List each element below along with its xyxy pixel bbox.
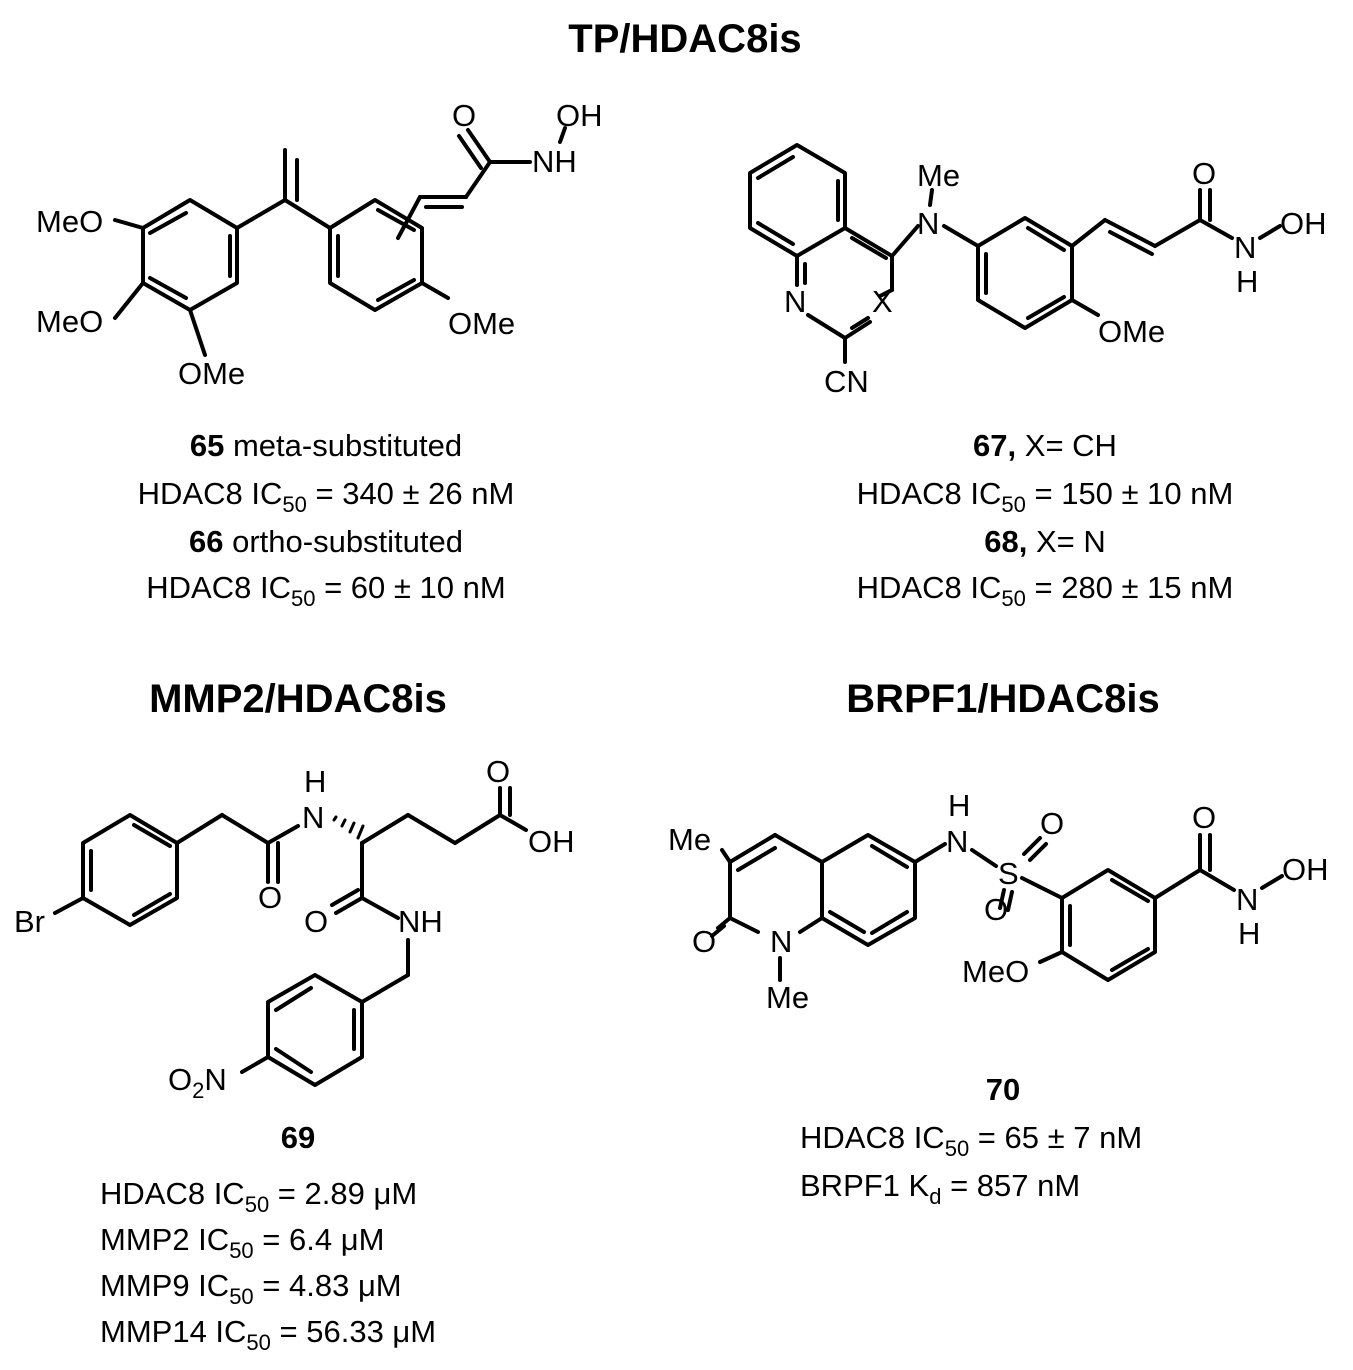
atom-me: Me: [917, 158, 960, 193]
atom-h-69: H: [304, 764, 326, 799]
title-brpf1-hdac8is: BRPF1/HDAC8is: [846, 677, 1159, 721]
assay-69-1: MMP2 IC50 = 6.4 μM: [100, 1222, 384, 1263]
atom-n-lactam: N: [770, 924, 792, 959]
atom-meo-2: MeO: [36, 304, 103, 339]
atom-h-70: H: [1238, 916, 1260, 951]
caption-70: 70: [986, 1072, 1020, 1107]
atom-o-acid: O: [486, 754, 510, 789]
caption-65: 65 meta-substituted: [190, 428, 462, 463]
assay-list-70: HDAC8 IC50 = 65 ± 7 nM BRPF1 Kd = 857 nM: [800, 1120, 1142, 1209]
assay-68: HDAC8 IC50 = 280 ± 15 nM: [857, 570, 1234, 611]
structure-70: O N Me Me N H S O O MeO O N H: [668, 788, 1329, 1015]
title-tp-hdac8is: TP/HDAC8is: [568, 17, 801, 61]
atom-n-hydroxamate-70: N: [1236, 882, 1258, 917]
atom-n-ring: N: [784, 284, 806, 319]
atom-nh-69: NH: [398, 904, 443, 939]
atom-meo-1: MeO: [36, 204, 103, 239]
structure-65-66: MeO MeO OMe OMe O NH OH: [36, 98, 603, 391]
atom-o-amide2: O: [304, 904, 328, 939]
atom-oh-70: OH: [1282, 852, 1329, 887]
ring-bromophenyl: [81, 813, 179, 927]
assay-70-1: BRPF1 Kd = 857 nM: [800, 1168, 1080, 1209]
ring-trimethoxyphenyl: [141, 198, 239, 312]
atom-o2-nitro: O2N: [168, 1062, 227, 1103]
atom-n-sulfonamide: N: [946, 824, 968, 859]
assay-70-0: HDAC8 IC50 = 65 ± 7 nM: [800, 1120, 1142, 1161]
atom-cn: CN: [824, 364, 869, 399]
atom-o-67: O: [1192, 156, 1216, 191]
assay-69-0: HDAC8 IC50 = 2.89 μM: [100, 1176, 417, 1217]
atom-ome: OMe: [1098, 314, 1165, 349]
assay-66: HDAC8 IC50 = 60 ± 10 nM: [146, 570, 505, 611]
atom-h-sulfonamide: H: [948, 788, 970, 823]
caption-68: 68, X= N: [984, 524, 1106, 559]
atom-n-69: N: [302, 800, 324, 835]
ring-benzohydroxamate: [1060, 868, 1157, 982]
atom-x: X: [872, 284, 893, 319]
structure-69: Br O N H O OH O NH: [14, 754, 575, 1103]
assay-65: HDAC8 IC50 = 340 ± 26 nM: [138, 476, 515, 517]
atom-ome-right: OMe: [448, 306, 515, 341]
caption-66: 66 ortho-substituted: [189, 524, 463, 559]
atom-br: Br: [14, 904, 45, 939]
atom-o-70: O: [1192, 800, 1216, 835]
ring-benzo: [748, 143, 847, 258]
title-mmp2-hdac8is: MMP2/HDAC8is: [149, 677, 447, 721]
atom-nh: NH: [532, 144, 577, 179]
atom-o-sulfonyl-1: O: [1040, 806, 1064, 841]
atom-me-top: Me: [668, 822, 711, 857]
structure-67-68: N X CN N Me OMe O N H OH: [748, 143, 1327, 399]
ring-nitrophenyl: [266, 973, 364, 1087]
atom-o-carbonyl: O: [452, 98, 476, 133]
atom-ome-bottom: OMe: [178, 356, 245, 391]
caption-67: 67, X= CH: [973, 428, 1117, 463]
assay-list-69: HDAC8 IC50 = 2.89 μM MMP2 IC50 = 6.4 μM MM…: [100, 1176, 436, 1355]
atom-meo-70: MeO: [962, 954, 1029, 989]
atom-me-n: Me: [766, 980, 809, 1015]
atom-n-amine: N: [917, 206, 939, 241]
ring-quinolinone-benzo: [820, 833, 917, 947]
atom-o-sulfonyl-2: O: [984, 892, 1008, 927]
assay-69-2: MMP9 IC50 = 4.83 μM: [100, 1268, 402, 1309]
atom-h-67: H: [1236, 264, 1258, 299]
assay-67: HDAC8 IC50 = 150 ± 10 nM: [857, 476, 1234, 517]
ring-aryl-67: [976, 216, 1074, 330]
atom-oh: OH: [556, 98, 603, 133]
atom-s: S: [998, 856, 1019, 891]
atom-n-hydroxamate: N: [1234, 230, 1256, 265]
caption-69: 69: [281, 1120, 315, 1155]
atom-o-lactam: O: [692, 924, 716, 959]
atom-oh-67: OH: [1280, 206, 1327, 241]
atom-oh-69: OH: [528, 824, 575, 859]
assay-69-3: MMP14 IC50 = 56.33 μM: [100, 1314, 436, 1355]
atom-o-amide: O: [258, 880, 282, 915]
